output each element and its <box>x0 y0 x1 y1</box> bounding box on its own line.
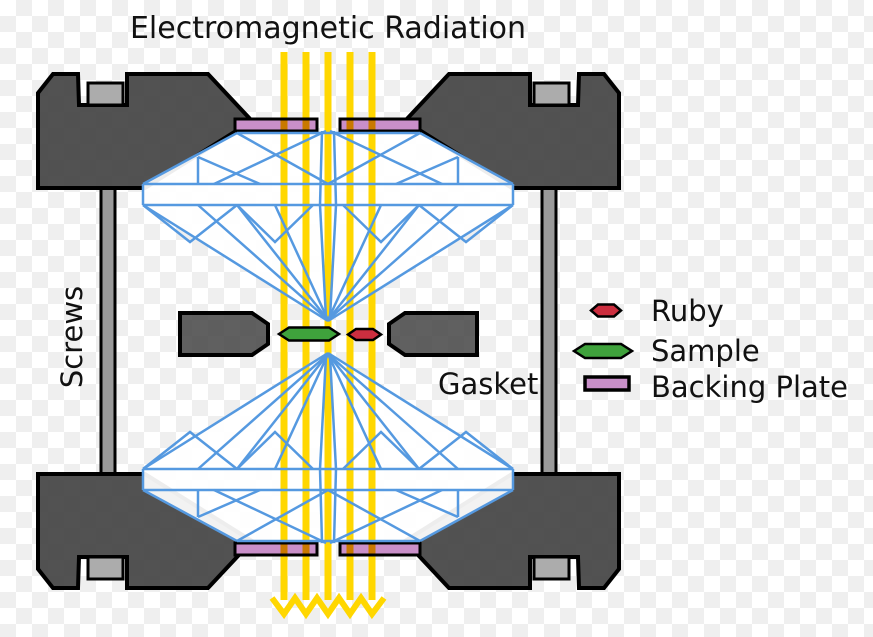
screw-rod-right <box>540 186 558 476</box>
legend: Ruby Sample Backing Plate <box>571 294 848 404</box>
backing-plate-bottom-right <box>338 541 422 557</box>
legend-ruby-label: Ruby <box>651 294 724 328</box>
backing-plate-bottom-left <box>233 541 319 557</box>
clamp-top-left <box>36 72 256 190</box>
legend-sample-marker <box>571 342 635 360</box>
legend-ruby-marker <box>589 303 623 318</box>
screws-label: Screws <box>55 286 89 388</box>
radiation-beams <box>269 52 387 620</box>
ruby-hexagon <box>345 327 384 342</box>
diagram-title: Electromagnetic Radiation <box>130 11 526 46</box>
gasket-right <box>387 311 479 357</box>
backing-plate-top-right <box>338 117 422 133</box>
gasket-label: Gasket <box>438 367 538 401</box>
diamond-facets-top <box>141 129 515 323</box>
legend-sample-label: Sample <box>651 334 760 368</box>
beam-arrowheads <box>269 592 387 620</box>
screw-rod-left <box>99 186 117 476</box>
backing-plate-top-left <box>233 117 319 133</box>
screw-head-top-left <box>86 81 125 107</box>
legend-backing-plate-marker <box>583 375 631 392</box>
sample-hexagon <box>276 326 342 342</box>
gasket-left <box>178 311 270 357</box>
screw-head-top-right <box>532 81 571 107</box>
legend-backing-plate-label: Backing Plate <box>651 370 848 404</box>
screw-head-bottom-right <box>532 555 571 581</box>
screw-head-bottom-left <box>86 555 125 581</box>
